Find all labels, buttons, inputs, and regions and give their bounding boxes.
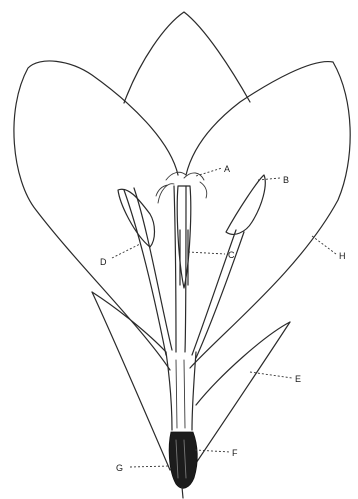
- label-G: G: [116, 463, 123, 473]
- stamen-right-filament: [192, 230, 244, 358]
- stamen-center-filament: [180, 230, 188, 285]
- leader-G: [130, 466, 170, 467]
- anther-center: [177, 186, 191, 288]
- leader-F: [195, 450, 230, 452]
- label-C: C: [228, 250, 235, 260]
- label-F: F: [232, 448, 238, 458]
- ovary: [169, 432, 197, 488]
- label-B: B: [283, 175, 289, 185]
- petal-left: [14, 61, 178, 370]
- label-A: A: [224, 164, 230, 174]
- petal-back: [124, 12, 250, 103]
- anther-right: [226, 175, 265, 234]
- leader-A: [196, 168, 222, 176]
- leader-D: [112, 244, 140, 258]
- anther-left: [118, 189, 155, 247]
- leader-C: [188, 252, 225, 254]
- leader-H: [312, 236, 336, 254]
- label-D: D: [100, 257, 107, 267]
- stigma: [156, 172, 207, 203]
- floral-tube-left: [166, 352, 172, 430]
- label-E: E: [295, 374, 301, 384]
- label-H: H: [339, 251, 346, 261]
- stamen-left-filament: [124, 188, 172, 355]
- sepal-right: [190, 322, 290, 472]
- tube-veins: [176, 360, 185, 428]
